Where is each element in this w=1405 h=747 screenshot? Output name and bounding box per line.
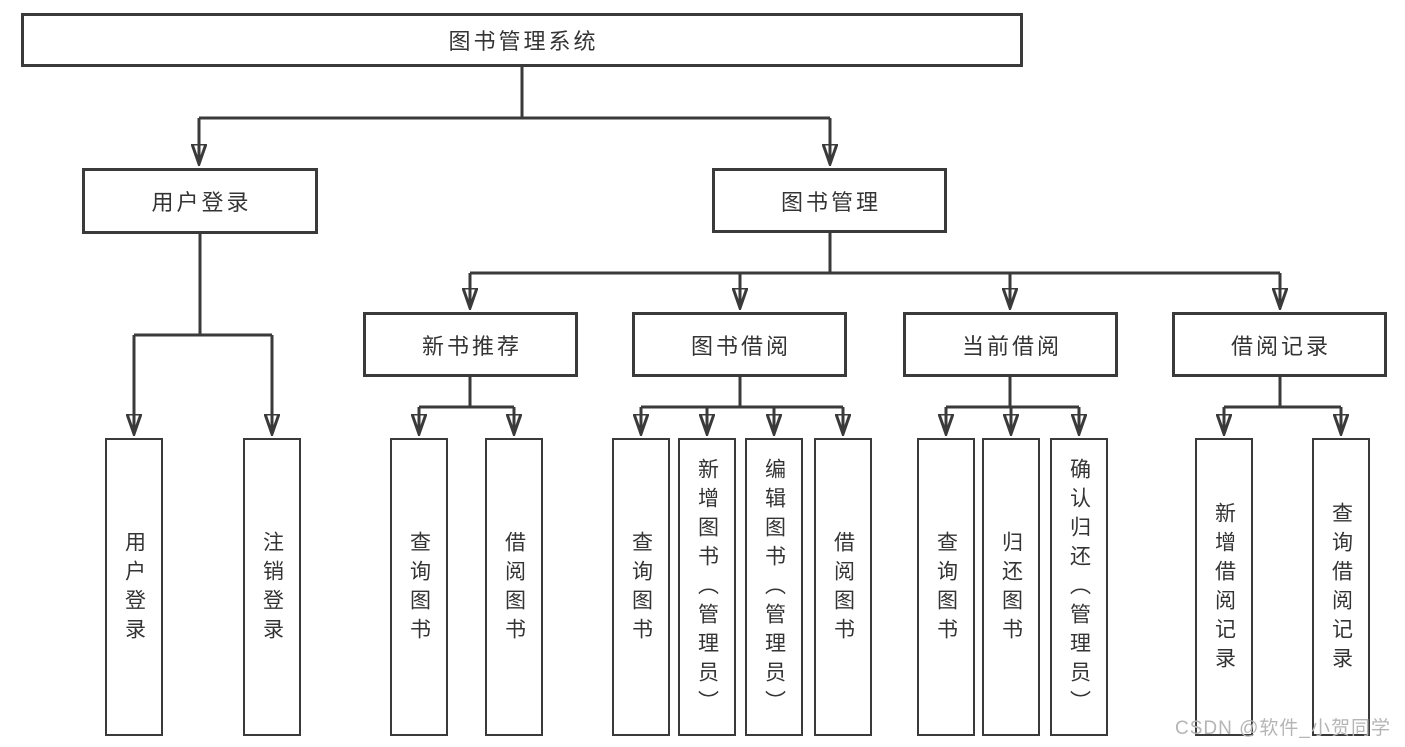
node-root-system: 图书管理系统 bbox=[21, 13, 1023, 67]
node-user-login-label: 用户登录 bbox=[151, 190, 252, 215]
node-root-label: 图书管理系统 bbox=[448, 29, 599, 54]
leaf-current-confirm-return-admin-label: 确认归还（管理员） bbox=[1067, 458, 1091, 719]
leaf-borrow-edit-books-admin: 编辑图书（管理员） bbox=[745, 438, 803, 736]
leaf-current-query-books-label: 查询图书 bbox=[934, 530, 958, 647]
connector-root-to-level1 bbox=[199, 67, 830, 164]
leaf-record-add-borrow-record: 新增借阅记录 bbox=[1195, 438, 1253, 736]
node-current-borrow-label: 当前借阅 bbox=[961, 333, 1062, 359]
node-book-management-label: 图书管理 bbox=[780, 189, 881, 215]
node-current-borrow: 当前借阅 bbox=[903, 312, 1118, 377]
node-user-login: 用户登录 bbox=[82, 168, 318, 234]
leaf-record-query-borrow-record: 查询借阅记录 bbox=[1312, 438, 1370, 736]
leaf-record-add-borrow-record-label: 新增借阅记录 bbox=[1212, 501, 1236, 676]
connector-new-book-rec-to-leaves bbox=[419, 377, 514, 434]
leaf-borrow-edit-books-admin-label: 编辑图书（管理员） bbox=[762, 458, 786, 719]
node-book-borrow: 图书借阅 bbox=[632, 312, 847, 377]
connector-user-login-to-leaves bbox=[134, 234, 272, 434]
leaf-logout-label: 注销登录 bbox=[260, 530, 284, 647]
leaf-user-login-label: 用户登录 bbox=[122, 530, 146, 647]
connector-book-mgmt-to-level2 bbox=[470, 233, 1280, 308]
leaf-logout: 注销登录 bbox=[243, 438, 301, 736]
node-borrow-record-label: 借阅记录 bbox=[1230, 333, 1331, 359]
leaf-borrow-borrow-books: 借阅图书 bbox=[814, 438, 872, 736]
leaf-user-login: 用户登录 bbox=[105, 438, 163, 736]
connector-current-borrow-to-leaves bbox=[946, 377, 1079, 434]
leaf-borrow-query-books: 查询图书 bbox=[612, 438, 670, 736]
leaf-borrow-add-books-admin-label: 新增图书（管理员） bbox=[695, 458, 719, 719]
leaf-recommend-borrow-books-label: 借阅图书 bbox=[502, 530, 526, 647]
node-book-management: 图书管理 bbox=[712, 168, 947, 233]
leaf-borrow-borrow-books-label: 借阅图书 bbox=[831, 530, 855, 647]
node-new-book-recommend: 新书推荐 bbox=[363, 312, 578, 377]
leaf-borrow-add-books-admin: 新增图书（管理员） bbox=[678, 438, 736, 736]
leaf-record-query-borrow-record-label: 查询借阅记录 bbox=[1329, 501, 1353, 676]
leaf-recommend-query-books-label: 查询图书 bbox=[407, 530, 431, 647]
leaf-current-return-books: 归还图书 bbox=[982, 438, 1040, 736]
node-borrow-record: 借阅记录 bbox=[1172, 312, 1387, 377]
connector-book-borrow-to-leaves bbox=[641, 377, 843, 434]
leaf-borrow-query-books-label: 查询图书 bbox=[629, 530, 653, 647]
leaf-current-query-books: 查询图书 bbox=[917, 438, 975, 736]
leaf-current-confirm-return-admin: 确认归还（管理员） bbox=[1050, 438, 1108, 736]
node-new-book-recommend-label: 新书推荐 bbox=[421, 333, 522, 359]
node-book-borrow-label: 图书借阅 bbox=[690, 333, 791, 359]
leaf-recommend-query-books: 查询图书 bbox=[390, 438, 448, 736]
leaf-recommend-borrow-books: 借阅图书 bbox=[485, 438, 543, 736]
connector-borrow-record-to-leaves bbox=[1224, 377, 1341, 434]
leaf-current-return-books-label: 归还图书 bbox=[999, 530, 1023, 647]
csdn-watermark: CSDN @软件_小贺同学 bbox=[1175, 718, 1391, 739]
